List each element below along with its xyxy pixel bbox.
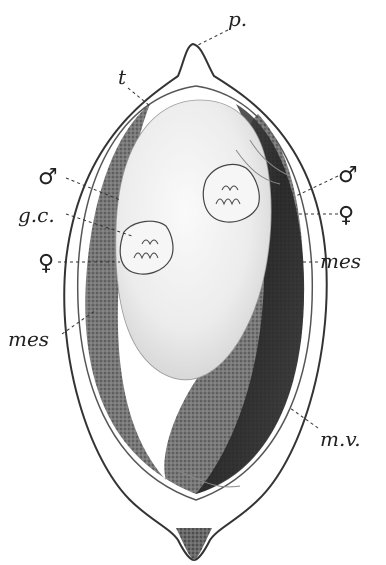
label-mes-left: mes [8, 327, 49, 351]
right-gonad [203, 164, 259, 222]
label-male-left: ♂ [38, 165, 58, 190]
left-gonad [120, 221, 173, 274]
label-female-right: ♀ [338, 203, 354, 228]
label-mes-right: mes [320, 249, 361, 273]
label-mv: m.v. [320, 427, 361, 451]
label-p: p. [228, 7, 247, 31]
label-female-left: ♀ [38, 251, 54, 276]
label-t: t [118, 65, 127, 89]
label-gc: g.c. [18, 203, 55, 227]
label-male-right: ♂ [338, 163, 358, 188]
